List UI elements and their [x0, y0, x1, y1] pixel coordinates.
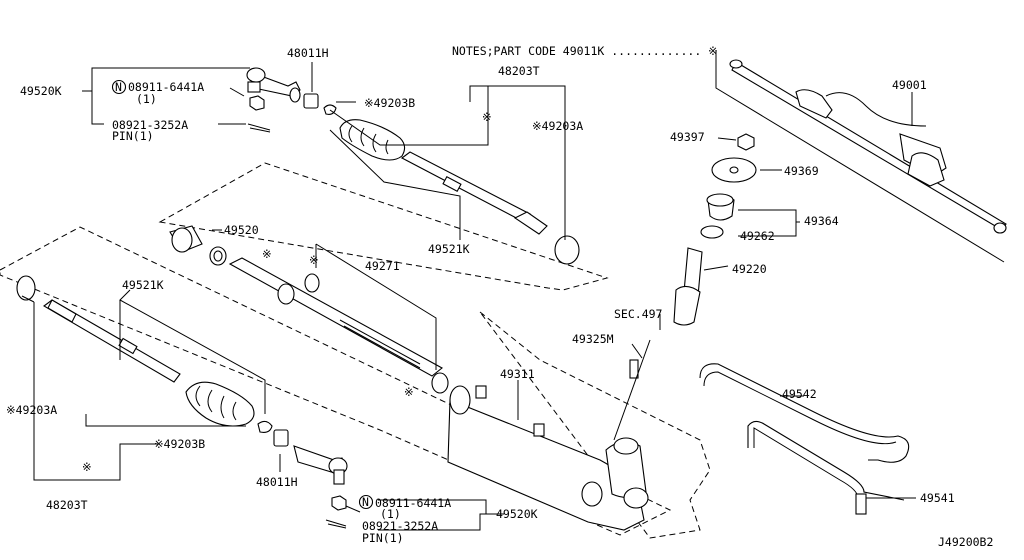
label-08911-top: 08911-6441A [128, 80, 204, 94]
label-49203B-left: ※49203B [154, 437, 205, 451]
label-49220: 49220 [732, 262, 767, 276]
nut-49397 [737, 133, 755, 151]
diagram-id: J49200B2 [938, 535, 993, 549]
star-49271-a: ※ [309, 253, 319, 267]
label-pin-top: PIN(1) [112, 129, 154, 143]
o-ring-49262 [700, 225, 724, 239]
clip-49203A-left [16, 275, 36, 301]
label-08911-bottom: 08911-6441A [375, 496, 451, 510]
label-qty-top: (1) [136, 92, 157, 106]
nut-top [249, 95, 265, 111]
n-circle-bottom: N [358, 494, 374, 510]
label-49311: 49311 [500, 367, 535, 381]
label-48203T-bottom: 48203T [46, 498, 88, 512]
dust-cover-49369 [711, 157, 757, 183]
label-49541: 49541 [920, 491, 955, 505]
label-49203A-left: ※49203A [6, 403, 57, 417]
tube-49541 [747, 420, 905, 515]
rack-49271 [228, 257, 443, 377]
label-49542: 49542 [782, 387, 817, 401]
label-48011H-top: 48011H [287, 46, 329, 60]
dashed-region-gear-housing [479, 311, 711, 539]
n-circle-bottom-text: N [362, 495, 369, 509]
label-qty-bottom: (1) [380, 507, 401, 521]
inner-rod-top [400, 151, 548, 235]
tube-49542 [699, 363, 910, 463]
label-49271: 49271 [365, 259, 400, 273]
nut-bottom [331, 495, 347, 511]
label-49001: 49001 [892, 78, 927, 92]
label-sec-497: SEC.497 [614, 307, 663, 321]
lock-nut-48011H-bottom [273, 429, 289, 447]
clip-49203A-top [554, 235, 580, 265]
pinion-49220 [673, 247, 703, 326]
seal-49271-b [431, 372, 449, 394]
cotter-pin-bottom [325, 519, 347, 529]
label-49203B-top: ※49203B [364, 96, 415, 110]
leader-lines [21, 50, 1005, 531]
label-49369: 49369 [784, 164, 819, 178]
dashed-region-left-tie-rod [0, 226, 672, 536]
label-49520K-bottom: 49520K [496, 507, 538, 521]
bushing-49520 [169, 225, 203, 253]
star-48203T-top: ※ [482, 110, 492, 124]
seal-49271-a [304, 273, 320, 293]
label-49520: 49520 [224, 223, 259, 237]
label-08921-bottom: 08921-3252A [362, 519, 438, 533]
label-49520K-top: 49520K [20, 84, 62, 98]
n-circle-top: N [111, 79, 127, 95]
label-49325M: 49325M [572, 332, 614, 346]
bolt-49325M [629, 359, 639, 379]
label-pin-bottom: PIN(1) [362, 531, 404, 545]
n-circle-top-text: N [115, 80, 122, 94]
star-48203T-left: ※ [82, 460, 92, 474]
label-08921-top: 08921-3252A [112, 118, 188, 132]
gear-housing-49311 [447, 385, 649, 531]
label-49521K-top: 49521K [428, 242, 470, 256]
label-48203T-top: 48203T [498, 64, 540, 78]
inner-rod-left [43, 299, 181, 383]
label-49203A-top: ※49203A [532, 119, 583, 133]
label-48011H-bottom: 48011H [256, 475, 298, 489]
notes-text: NOTES;PART CODE 49011K ............. ※ [452, 44, 718, 58]
cotter-pin-top [247, 123, 271, 133]
washer-49520 [209, 246, 227, 266]
label-49364: 49364 [804, 214, 839, 228]
star-49271-b: ※ [404, 385, 414, 399]
steering-gear-assembly-49001 [729, 59, 1007, 234]
lock-nut-48011H-top [303, 93, 319, 109]
label-49397: 49397 [670, 130, 705, 144]
dashed-region-right-tie-rod [158, 162, 609, 291]
star-49520: ※ [262, 247, 272, 261]
label-49521K-left: 49521K [122, 278, 164, 292]
tie-rod-end-bottom [293, 445, 348, 485]
clip-49203B-left [257, 420, 273, 433]
boot-left [185, 381, 255, 427]
label-49262: 49262 [740, 229, 775, 243]
seal-49364 [706, 193, 735, 221]
tie-rod-end-top [246, 67, 301, 103]
